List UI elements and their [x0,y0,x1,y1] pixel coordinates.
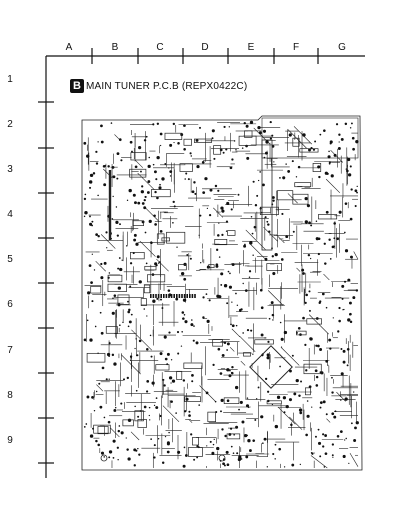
mounting-hole [218,454,226,462]
title-badge: B [70,79,84,93]
row-label-2: 2 [7,119,13,130]
row-label-1: 1 [7,74,13,85]
row-label-3: 3 [7,164,13,175]
row-label-4: 4 [7,209,13,220]
column-label-c: C [156,42,164,53]
column-label-g: G [338,42,346,53]
mounting-hole [100,454,108,462]
column-label-d: D [201,42,209,53]
ground-plane [261,117,359,159]
title-text: MAIN TUNER P.C.B (REPX0422C) [86,80,248,92]
components [86,130,338,457]
column-ticks [91,48,319,64]
vertical-connector [261,139,273,251]
row-label-6: 6 [7,299,13,310]
row-label-7: 7 [7,345,13,356]
board-title: B MAIN TUNER P.C.B (REPX0422C) [70,78,247,94]
row-label-9: 9 [7,435,13,446]
row-label-8: 8 [7,390,13,401]
board-outline [81,115,363,471]
column-label-a: A [65,42,73,53]
pin-header [150,294,196,298]
pads [83,120,359,468]
row-label-5: 5 [7,254,13,265]
column-label-e: E [247,42,255,53]
column-label-f: F [292,42,300,53]
traces [84,122,359,469]
row-ticks [38,101,54,464]
main-ic [249,345,293,389]
column-label-b: B [111,42,119,53]
